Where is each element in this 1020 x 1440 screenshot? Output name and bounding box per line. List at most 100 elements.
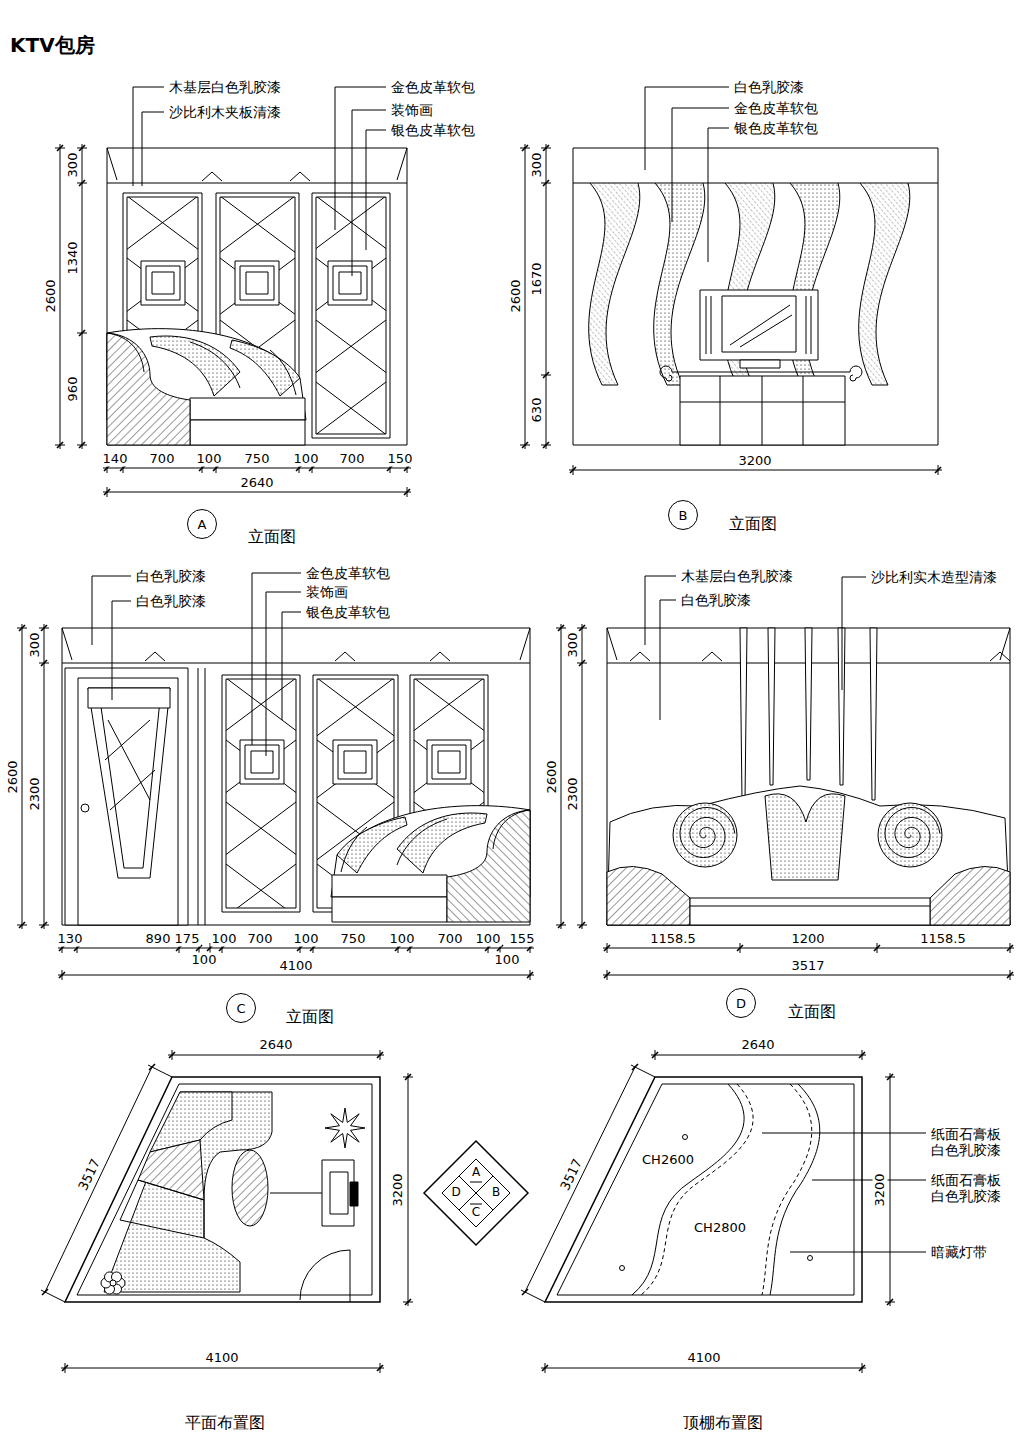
sofa-spiral: [680, 808, 735, 858]
tv-speaker: [711, 296, 712, 354]
dim-extension: [938, 465, 939, 475]
lattice-line: [220, 255, 295, 317]
sofa-cushion: [337, 817, 407, 873]
dim-tick: [632, 1064, 638, 1070]
dimension-text: 2640: [740, 1038, 775, 1053]
leader-line: [335, 87, 386, 230]
dimension-text: 2640: [239, 476, 274, 491]
dimension-text: 750: [244, 452, 271, 467]
leader-line: [252, 573, 301, 745]
timber-batten: [870, 628, 877, 800]
dimension-text: 300: [566, 632, 581, 659]
dim-line: [45, 1067, 152, 1292]
wall-outline: [107, 148, 407, 445]
sofa-seam: [190, 342, 240, 388]
dim-line: [61, 1368, 384, 1369]
dimension-text: 175: [174, 932, 201, 947]
leader-line: [282, 612, 301, 720]
dimension-text: 4100: [204, 1351, 239, 1366]
lattice-line: [127, 255, 198, 314]
cornice-chevron: [335, 652, 355, 661]
dim-extension: [1010, 970, 1011, 980]
tv-speaker: [706, 296, 707, 354]
lattice-line: [220, 255, 295, 317]
panel-inner: [316, 197, 386, 434]
sofa-plan-seat: [120, 1180, 204, 1238]
wall-trim: [205, 668, 206, 925]
dim-extension: [885, 1077, 895, 1078]
dim-tick: [42, 1289, 48, 1295]
cornice-edge: [607, 628, 617, 660]
material-callout: 银色皮革软包: [390, 122, 476, 138]
sofa-front: [332, 897, 447, 922]
dimension-text: 100: [211, 932, 238, 947]
marker-letter: B: [679, 508, 688, 523]
dim-extension: [530, 970, 531, 980]
material-callout: 金色皮革软包: [305, 565, 391, 581]
elevation-marker: C: [226, 993, 256, 1023]
sofa-seat: [690, 898, 930, 925]
dim-line: [22, 624, 23, 929]
wall-outline: [607, 628, 1010, 925]
dim-extension: [877, 943, 878, 953]
dim-extension: [655, 1050, 656, 1060]
lattice-line: [317, 737, 394, 801]
tv-glare: [740, 315, 792, 347]
wall-ribbon: [589, 183, 640, 385]
dim-extension: [862, 1363, 863, 1373]
dim-line: [58, 948, 534, 949]
material-callout: 装饰画: [390, 102, 434, 118]
dim-extension: [577, 628, 587, 629]
dim-line: [603, 948, 1014, 949]
dimension-text: 100: [293, 932, 320, 947]
sofa-seat: [190, 398, 305, 420]
dimension-text: 2600: [545, 759, 560, 794]
marker-letter: D: [736, 996, 746, 1011]
lattice-line: [316, 197, 386, 252]
dimension-text: 300: [530, 152, 545, 179]
dim-extension: [521, 1290, 545, 1302]
art-frame: [438, 751, 460, 773]
dim-tick: [522, 1289, 528, 1295]
dimension-text: 1158.5: [919, 932, 967, 947]
timber-batten: [740, 628, 747, 800]
panel-frame: [222, 675, 300, 912]
cornice-chevron: [990, 652, 1010, 661]
lattice-line: [226, 799, 296, 858]
cornice-chevron: [430, 652, 450, 661]
sofa-cushion: [150, 336, 240, 396]
door-glass: [100, 700, 160, 868]
sofa-cushion: [878, 803, 942, 867]
leader-line: [812, 1180, 926, 1181]
lattice-line: [226, 737, 296, 796]
leader-line: [708, 128, 729, 262]
dim-extension: [577, 925, 587, 926]
dim-extension: [39, 628, 49, 629]
dimension-text: 155: [509, 932, 536, 947]
tv-stand: [740, 360, 780, 368]
downlight: [620, 1266, 625, 1271]
dimension-text: 150: [387, 452, 414, 467]
tv-speaker: [811, 296, 812, 354]
compass-inner: [442, 1159, 510, 1227]
door-glass: [88, 688, 170, 878]
leader-line: [790, 1252, 926, 1253]
ceiling-edge: [632, 1084, 744, 1295]
lattice-line: [226, 737, 296, 796]
cornice-chevron: [202, 172, 222, 181]
lattice-line: [226, 679, 296, 734]
dimension-text: 300: [66, 152, 81, 179]
dim-line: [603, 975, 1014, 976]
leader-line: [672, 108, 729, 222]
sofa-arm: [107, 333, 190, 445]
view-title: 立面图: [787, 1003, 837, 1021]
sofa-cushion: [673, 803, 737, 867]
lattice-line: [316, 379, 386, 434]
art-frame: [339, 272, 361, 294]
elevation-marker: B: [668, 500, 698, 530]
cornice-edge: [520, 628, 530, 660]
dim-extension: [403, 1302, 413, 1303]
material-callout: 装饰画: [305, 584, 349, 600]
cornice-edge: [107, 148, 117, 180]
